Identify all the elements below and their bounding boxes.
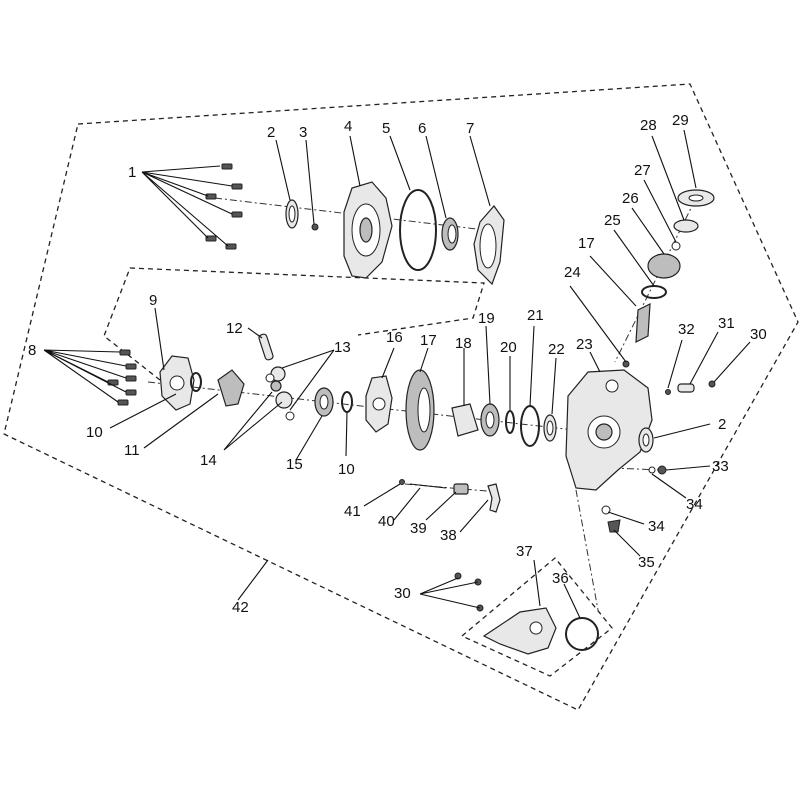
callout-18: 18 bbox=[455, 335, 472, 352]
callout-41: 41 bbox=[344, 503, 361, 520]
callout-27: 27 bbox=[634, 162, 651, 179]
callout-14: 14 bbox=[200, 452, 217, 469]
callout-40: 40 bbox=[378, 513, 395, 530]
washer-32 bbox=[665, 389, 671, 395]
callout-10-right: 10 bbox=[338, 461, 355, 478]
bolt-group-1 bbox=[205, 163, 243, 250]
callout-34-upper: 34 bbox=[686, 496, 703, 513]
callout-13: 13 bbox=[334, 339, 351, 356]
snap-ring-20 bbox=[505, 410, 515, 434]
breather-fitting bbox=[677, 383, 695, 393]
callout-2-right: 2 bbox=[718, 416, 726, 433]
callout-34-lower: 34 bbox=[648, 518, 665, 535]
plug-35 bbox=[607, 519, 621, 533]
callout-30-right: 30 bbox=[750, 326, 767, 343]
output-shaft bbox=[451, 403, 479, 437]
callout-21: 21 bbox=[527, 307, 544, 324]
callout-29: 29 bbox=[672, 112, 689, 129]
callout-32: 32 bbox=[678, 321, 695, 338]
callout-22: 22 bbox=[548, 341, 565, 358]
callout-33: 33 bbox=[712, 458, 729, 475]
shim-ring-right bbox=[341, 391, 353, 413]
callout-38: 38 bbox=[440, 527, 457, 544]
callout-5: 5 bbox=[382, 120, 390, 137]
bolt-30-upper bbox=[708, 380, 716, 388]
callout-11: 11 bbox=[124, 442, 140, 459]
subassembly-divider-line bbox=[103, 267, 485, 381]
side-gear bbox=[217, 369, 245, 407]
o-ring-36 bbox=[565, 617, 599, 651]
callout-26: 26 bbox=[622, 190, 639, 207]
bolt-group-8 bbox=[107, 349, 137, 406]
callout-35: 35 bbox=[638, 554, 655, 571]
small-plug bbox=[311, 223, 319, 231]
callout-30-lower: 30 bbox=[394, 585, 411, 602]
callout-12: 12 bbox=[226, 320, 243, 337]
shift-fork-38 bbox=[487, 483, 501, 513]
callout-labels: 1 2 3 4 5 6 7 8 9 10 10 11 12 13 14 15 1… bbox=[28, 112, 767, 616]
callout-2-upper: 2 bbox=[267, 124, 275, 141]
callout-37: 37 bbox=[516, 543, 533, 560]
callout-25: 25 bbox=[604, 212, 621, 229]
callout-24: 24 bbox=[564, 264, 581, 281]
shim-ring-left bbox=[190, 372, 202, 392]
callout-39: 39 bbox=[410, 520, 427, 537]
callout-17-right: 17 bbox=[578, 235, 595, 252]
pinion-assembly bbox=[622, 189, 715, 368]
leader-lines bbox=[43, 129, 751, 619]
o-ring-large bbox=[399, 189, 437, 271]
bolt-30-lower-a bbox=[454, 572, 462, 580]
callout-42: 42 bbox=[232, 599, 249, 616]
actuator-cover bbox=[482, 607, 557, 655]
drain-plug-33 bbox=[657, 465, 667, 475]
washer-34-upper bbox=[648, 466, 656, 474]
spider-gear-set bbox=[265, 366, 295, 421]
callout-36: 36 bbox=[552, 570, 569, 587]
callout-4: 4 bbox=[344, 118, 352, 135]
callout-16: 16 bbox=[386, 329, 403, 346]
callout-20: 20 bbox=[500, 339, 517, 356]
callout-6: 6 bbox=[418, 120, 426, 137]
callout-19: 19 bbox=[478, 310, 495, 327]
spring-39 bbox=[453, 483, 469, 495]
cover-subassembly-box bbox=[460, 557, 613, 677]
assembly-boundary-outline bbox=[3, 83, 799, 711]
callout-7: 7 bbox=[466, 120, 474, 137]
cover-axis-line bbox=[575, 489, 599, 611]
pin-41 bbox=[399, 479, 405, 485]
shaft-40 bbox=[409, 483, 447, 489]
callout-9: 9 bbox=[149, 292, 157, 309]
callout-28: 28 bbox=[640, 117, 657, 134]
callout-23: 23 bbox=[576, 336, 593, 353]
callout-3: 3 bbox=[299, 124, 307, 141]
callout-8: 8 bbox=[28, 342, 36, 359]
callout-31: 31 bbox=[718, 315, 735, 332]
cross-shaft-pin bbox=[258, 333, 274, 361]
callout-15: 15 bbox=[286, 456, 303, 473]
callout-10-left: 10 bbox=[86, 424, 103, 441]
callout-1: 1 bbox=[128, 164, 136, 181]
callout-17-left: 17 bbox=[420, 332, 437, 349]
